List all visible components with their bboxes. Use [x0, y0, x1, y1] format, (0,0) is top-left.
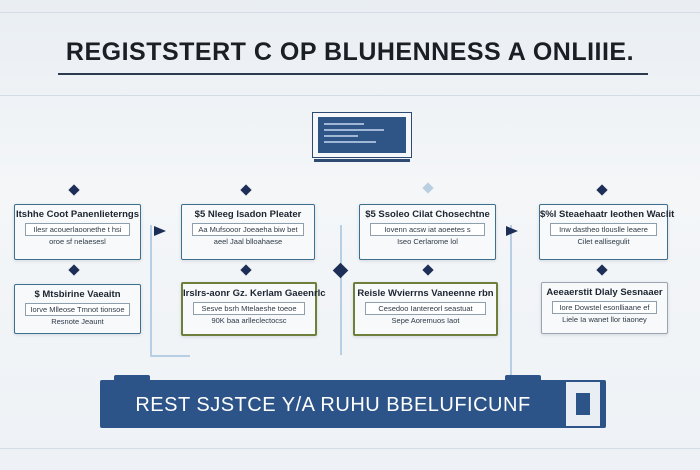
connector-node — [68, 264, 80, 276]
process-box: $5 Ssoleo Cilat Chosechtne Iovenn acsw i… — [359, 204, 496, 260]
arrow-right-icon — [506, 226, 518, 236]
box-field: Iovenn acsw iat aoeetes s — [370, 223, 485, 236]
box-caption: Liele Ia wanet llor tiaoney — [562, 315, 647, 324]
box-field: Ilesr acouerlaoonethe t hsi — [25, 223, 130, 236]
process-box: Itshhe Coot Panenlieterngs Ilesr acouerl… — [14, 204, 141, 260]
box-title: Aeeaerstit Dlaly Sesnaaer — [546, 287, 663, 298]
connector-line — [150, 225, 152, 355]
connector-node — [332, 262, 349, 279]
box-title: $5 Nleeg lsadon Pleater — [194, 209, 302, 220]
title-divider — [58, 73, 648, 75]
box-caption: Cilet eallisegulit — [577, 237, 630, 246]
connector-node — [240, 184, 252, 196]
connector-line — [340, 225, 342, 355]
box-field: Sesve bsrh Mtelaeshe toeoe — [193, 302, 305, 315]
box-caption: 90K baa arlleclectocsc — [211, 316, 287, 325]
box-field: Inw dastheo tlouslle leaere — [550, 223, 657, 236]
connector-node — [596, 184, 608, 196]
process-box: Reisle Wvierrns Vaneenne rbn Cesedoo Ian… — [353, 282, 498, 336]
box-field: Iore Dowstel esonlliaane ef — [552, 301, 657, 314]
box-title: Reisle Wvierrns Vaneenne rbn — [357, 288, 494, 299]
bottom-banner: REST SJSTCE Y/A RUHU BBELUFICUNF — [100, 375, 606, 428]
document-icon — [566, 382, 600, 426]
process-box: $5 Nleeg lsadon Pleater Aa Mufsooor Joea… — [181, 204, 315, 260]
box-caption: Sepe Aoremuos Iaot — [391, 316, 460, 325]
process-box: Irslrs-aonr Gz. Kerlam Gaeenrlc Sesve bs… — [181, 282, 326, 336]
banner-text: REST SJSTCE Y/A RUHU BBELUFICUNF — [135, 394, 531, 416]
box-title: $5 Ssoleo Cilat Chosechtne — [365, 209, 490, 220]
box-caption: oroe sf nelaesesl — [49, 237, 106, 246]
page-title: REGISTSTERT C OP BLUHENNESS A ONLIIIE. — [65, 38, 635, 66]
banner-tab — [505, 375, 541, 381]
connector-line — [510, 225, 512, 375]
connector-line — [150, 355, 190, 357]
box-title: Itshhe Coot Panenlieterngs — [16, 209, 139, 220]
background-band — [0, 448, 700, 449]
banner-tab — [114, 375, 150, 381]
process-box: Aeeaerstit Dlaly Sesnaaer Iore Dowstel e… — [541, 282, 668, 334]
arrow-right-icon — [154, 226, 166, 236]
background-band — [0, 12, 700, 13]
box-field: Cesedoo Iantereorl seastuat — [365, 302, 486, 315]
connector-node — [596, 264, 608, 276]
box-title: $%l Steaehaatr Ieothen Waclit — [540, 209, 675, 220]
box-caption: Iseo Cerlarome lol — [397, 237, 458, 246]
process-box: $ Mtsbirine Vaeaitn Iorve Mlleose Tmnot … — [14, 284, 141, 334]
monitor-icon — [312, 112, 412, 164]
connector-node — [422, 182, 434, 194]
connector-node — [240, 264, 252, 276]
box-field: Aa Mufsooor Joeaeha biw bet — [192, 223, 304, 236]
box-field: Iorve Mlleose Tmnot tionsoe — [25, 303, 130, 316]
connector-node — [68, 184, 80, 196]
box-caption: aeel Jaal blloahaese — [213, 237, 283, 246]
connector-node — [422, 264, 434, 276]
box-title: Irslrs-aonr Gz. Kerlam Gaeenrlc — [183, 288, 326, 299]
process-box: $%l Steaehaatr Ieothen Waclit Inw dasthe… — [539, 204, 675, 260]
background-band — [0, 95, 700, 96]
box-caption: Resnote Jeaunt — [51, 317, 104, 326]
box-title: $ Mtsbirine Vaeaitn — [34, 289, 121, 300]
